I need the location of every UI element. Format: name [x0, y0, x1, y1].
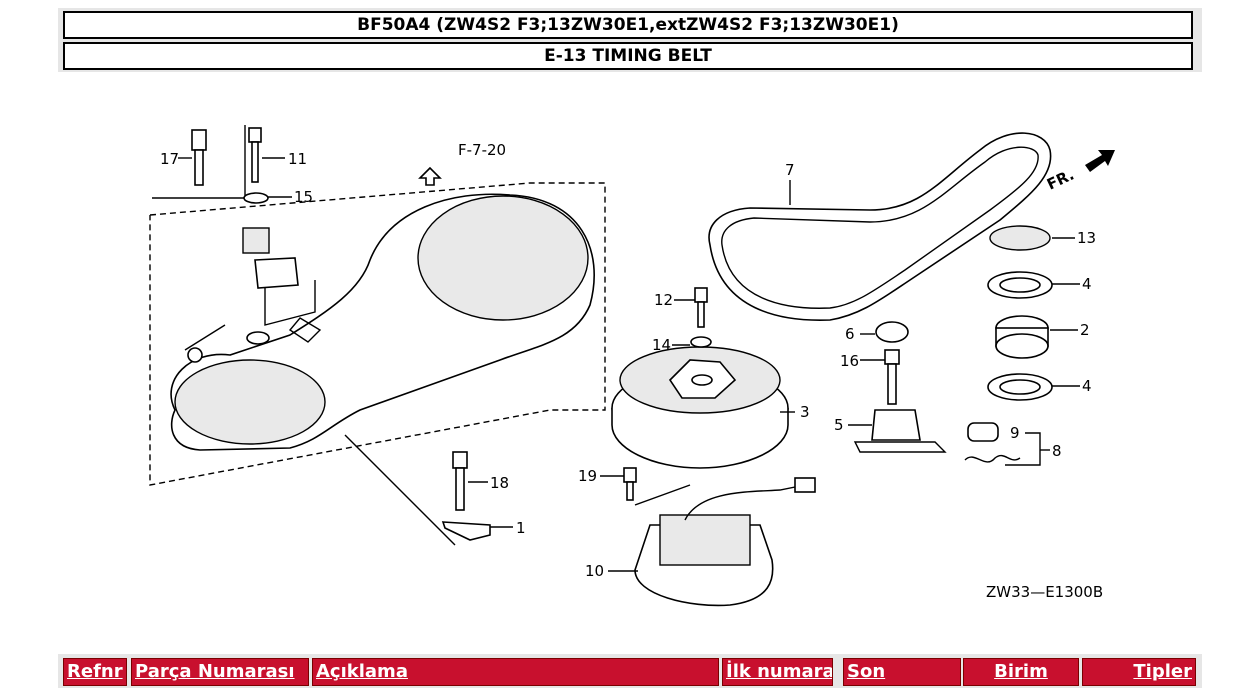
callout-2[interactable]: 2 — [1080, 321, 1090, 339]
column-last[interactable]: Son — [843, 658, 961, 686]
callout-8[interactable]: 8 — [1052, 442, 1062, 460]
sort-refnr-link[interactable]: Refnr — [67, 661, 123, 682]
callout-4a[interactable]: 4 — [1082, 275, 1092, 293]
callout-7[interactable]: 6 — [845, 325, 855, 343]
callout-19[interactable]: 18 — [490, 474, 509, 492]
callout-6[interactable]: 5 — [834, 416, 844, 434]
model-title: BF50A4 (ZW4S2 F3;13ZW30E1,extZW4S2 F3;13… — [63, 11, 1193, 39]
parts-diagram: F-7-20 FR. — [60, 80, 1200, 640]
section-title: E-13 TIMING BELT — [63, 42, 1193, 70]
callout-18[interactable]: 17 — [160, 150, 179, 168]
sort-description-link[interactable]: Açıklama — [316, 661, 408, 682]
callout-5[interactable]: 7 — [785, 161, 795, 179]
sort-last-link[interactable]: Son — [847, 661, 886, 682]
sort-first-number-link[interactable]: İlk numara — [726, 661, 832, 682]
callout-13[interactable]: 19 — [578, 467, 597, 485]
front-arrow: FR. — [1044, 150, 1115, 194]
callout-10[interactable]: 10 — [585, 562, 604, 580]
column-refnr[interactable]: Refnr — [63, 658, 127, 686]
left-bolts-drawing — [152, 125, 491, 541]
callout-1[interactable]: 1 — [516, 519, 526, 537]
callout-4b[interactable]: 4 — [1082, 377, 1092, 395]
tensioner-drawing — [853, 321, 947, 453]
callout-3[interactable]: 3 — [800, 403, 810, 421]
column-part-number[interactable]: Parça Numarası — [131, 658, 309, 686]
crank-parts-drawing — [964, 225, 1053, 463]
callout-11[interactable]: 11 — [288, 150, 307, 168]
callouts: 17 11 15 7 13 4 2 4 12 14 3 6 16 5 — [160, 150, 1103, 601]
pulser-coil-drawing — [623, 467, 816, 607]
callout-12[interactable]: 12 — [654, 291, 673, 309]
sort-unit-link[interactable]: Birim — [994, 661, 1048, 682]
parts-table-header: Refnr Parça Numarası Açıklama İlk numara… — [58, 654, 1202, 688]
belt-cover-drawing: F-7-20 — [149, 141, 606, 546]
callout-14[interactable]: 13 — [1077, 229, 1096, 247]
callout-17[interactable]: 16 — [840, 352, 859, 370]
callout-16[interactable]: 15 — [294, 188, 313, 206]
ref-link-label[interactable]: F-7-20 — [458, 141, 506, 159]
callout-9[interactable]: 9 — [1010, 424, 1020, 442]
callout-15[interactable]: 14 — [652, 336, 671, 354]
drawing-code: ZW33—E1300B — [986, 583, 1103, 601]
column-description[interactable]: Açıklama — [312, 658, 719, 686]
exploded-view-drawing: F-7-20 FR. — [149, 125, 1115, 607]
pulley-drawing — [611, 287, 789, 469]
timing-belt-drawing — [708, 132, 1052, 321]
sort-part-number-link[interactable]: Parça Numarası — [135, 661, 295, 682]
column-unit[interactable]: Birim — [963, 658, 1079, 686]
front-label: FR. — [1044, 166, 1077, 194]
column-types[interactable]: Tipler — [1082, 658, 1196, 686]
header-panel: BF50A4 (ZW4S2 F3;13ZW30E1,extZW4S2 F3;13… — [58, 8, 1202, 72]
column-first-number[interactable]: İlk numara — [722, 658, 833, 686]
sort-types-link[interactable]: Tipler — [1133, 661, 1192, 682]
